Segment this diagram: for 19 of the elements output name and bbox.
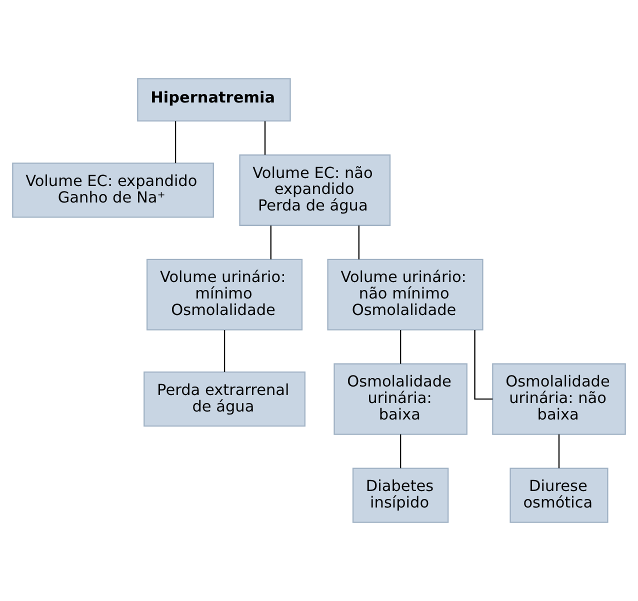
node-box: Volume urinário: não mínimo Osmolalidade [327,258,484,330]
node-box: Diurese osmótica [510,468,608,523]
connector [264,121,266,155]
node-box: Osmolalidade urinária: não baixa [492,363,626,435]
node-box: Diabetes insípido [352,468,449,523]
node-box: Perda extrarrenal de água [144,372,306,427]
connector [558,434,560,468]
connector [474,330,493,400]
connector [400,434,402,468]
connector [270,226,272,260]
connector [174,121,176,164]
connector [224,330,226,372]
connector [400,330,402,364]
node-box: Volume urinário: mínimo Osmolalidade [146,258,303,330]
node-box: Osmolalidade urinária: baixa [334,363,468,435]
node-box: Volume EC: não expandido Perda de água [239,154,391,226]
connector [358,226,360,260]
node-box: Volume EC: expandido Ganho de Na⁺ [12,162,214,218]
node-box: Hipernatremia [137,78,291,122]
